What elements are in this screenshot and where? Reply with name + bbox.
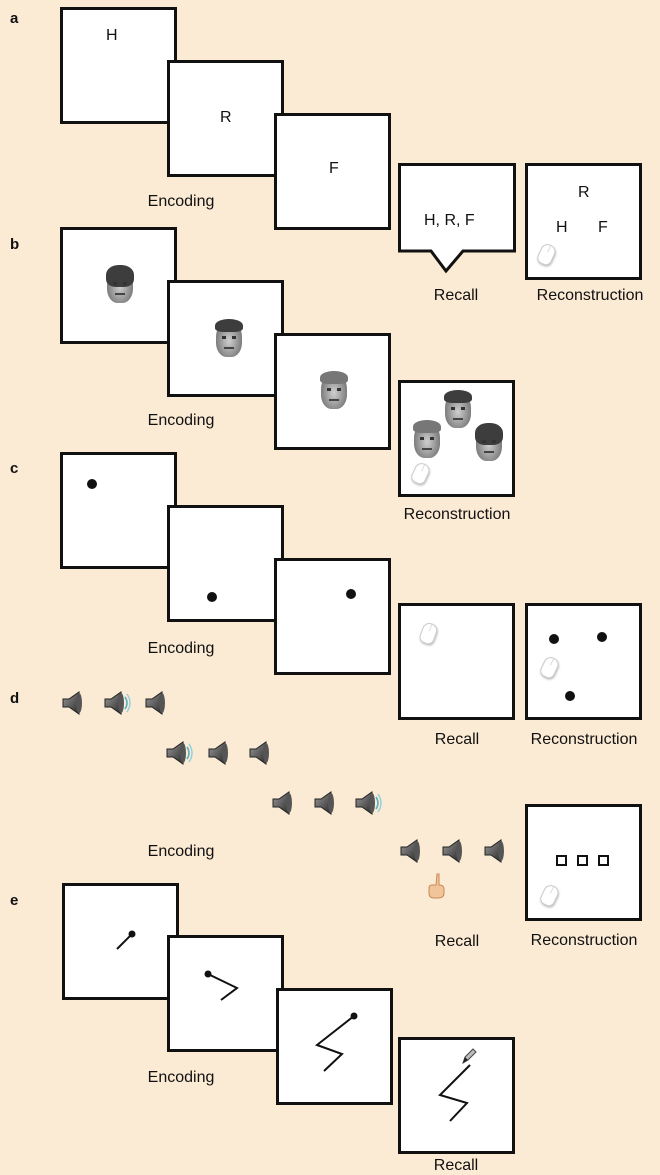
encoding-frame-2 <box>167 280 284 397</box>
computer-mouse-icon <box>535 241 558 268</box>
location-dot <box>549 634 559 644</box>
panel-label-c: c <box>10 460 19 477</box>
reconstruction-frame <box>398 380 515 497</box>
speaker-icon <box>62 691 82 715</box>
location-dot <box>346 589 356 599</box>
recall-caption: Recall <box>434 933 480 950</box>
computer-mouse-icon <box>538 882 561 909</box>
face-photo <box>444 390 472 428</box>
recall-caption: Recall <box>434 731 480 748</box>
sound-square <box>598 855 609 866</box>
letter-stimulus: H <box>106 27 118 44</box>
computer-mouse-icon <box>417 621 440 646</box>
encoding-caption: Encoding <box>147 193 215 210</box>
location-dot <box>597 632 607 642</box>
speaker-icon <box>355 791 382 815</box>
encoding-frame-1: H <box>60 7 177 124</box>
sound-square <box>556 855 567 866</box>
sound-square <box>577 855 588 866</box>
recall-frame <box>398 603 515 720</box>
pencil-icon <box>462 1048 477 1065</box>
encoding-frame-3 <box>276 988 393 1105</box>
encoding-frame-2 <box>167 505 284 622</box>
trajectory-stroke <box>314 1012 358 1072</box>
panel-label-e: e <box>10 892 19 909</box>
encoding-frame-2: R <box>167 60 284 177</box>
face-photo <box>413 420 441 458</box>
face-photo <box>106 265 134 303</box>
letter-stimulus: F <box>329 160 339 177</box>
computer-mouse-icon <box>538 654 561 681</box>
encoding-frame-1 <box>60 452 177 569</box>
letter-stimulus: R <box>220 109 232 126</box>
recall-frame <box>398 1037 515 1154</box>
recall-response: H, R, F <box>424 212 475 229</box>
letter-stimulus: H <box>556 219 568 236</box>
encoding-caption: Encoding <box>147 1069 215 1086</box>
encoding-caption: Encoding <box>147 412 215 429</box>
reconstruction-caption: Reconstruction <box>530 731 638 748</box>
reconstruction-frame: R H F <box>525 163 642 280</box>
face-photo <box>320 371 348 409</box>
encoding-frame-3 <box>274 558 391 675</box>
trajectory-stroke <box>204 970 239 1001</box>
recall-caption: Recall <box>433 1157 479 1174</box>
speech-bubble-recall <box>398 163 516 274</box>
location-dot <box>207 592 217 602</box>
panel-label-a: a <box>10 10 19 27</box>
trajectory-stroke <box>116 930 136 950</box>
encoding-frame-3 <box>274 333 391 450</box>
face-photo <box>475 423 503 461</box>
computer-mouse-icon <box>409 460 432 487</box>
speaker-icon <box>166 741 193 765</box>
speaker-icon <box>314 791 334 815</box>
panel-label-d: d <box>10 690 20 707</box>
speaker-icon <box>145 691 165 715</box>
location-dot <box>565 691 575 701</box>
panel-label-b: b <box>10 236 20 253</box>
encoding-frame-1 <box>62 883 179 1000</box>
speaker-icon <box>272 791 292 815</box>
speaker-icon <box>484 839 504 863</box>
location-dot <box>87 479 97 489</box>
encoding-frame-3: F <box>274 113 391 230</box>
encoding-frame-2 <box>167 935 284 1052</box>
recall-caption: Recall <box>433 287 479 304</box>
reconstruction-frame <box>525 603 642 720</box>
speaker-icon <box>400 839 420 863</box>
pointing-hand-icon <box>428 873 445 899</box>
reconstruction-caption: Reconstruction <box>403 506 511 523</box>
reconstruction-caption: Reconstruction <box>536 287 644 304</box>
speaker-icon <box>208 741 228 765</box>
face-photo <box>215 319 243 357</box>
trajectory-stroke <box>438 1064 471 1122</box>
letter-stimulus: R <box>578 184 590 201</box>
reconstruction-frame <box>525 804 642 921</box>
reconstruction-caption: Reconstruction <box>530 932 638 949</box>
speaker-icon <box>442 839 462 863</box>
encoding-caption: Encoding <box>147 843 215 860</box>
letter-stimulus: F <box>598 219 608 236</box>
encoding-frame-1 <box>60 227 177 344</box>
encoding-caption: Encoding <box>147 640 215 657</box>
speaker-icon <box>249 741 269 765</box>
speaker-icon <box>104 691 131 715</box>
